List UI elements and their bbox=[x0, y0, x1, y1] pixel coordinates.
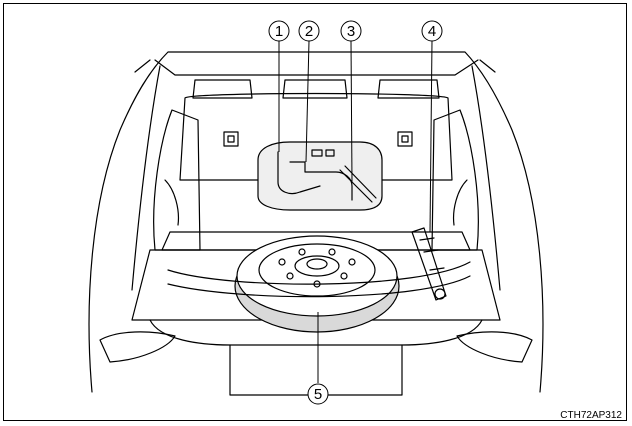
jack-handle bbox=[277, 151, 321, 195]
callout-5: 5 bbox=[307, 383, 329, 405]
callout-2-label: 2 bbox=[305, 23, 313, 40]
spare-tire-rim bbox=[258, 243, 376, 297]
figure-code: CTH72AP312 bbox=[560, 410, 622, 421]
callout-5-label: 5 bbox=[314, 386, 322, 403]
callout-3-label: 3 bbox=[347, 23, 355, 40]
right-tail-light bbox=[456, 331, 533, 363]
rear-seat-back bbox=[179, 92, 453, 181]
callout-4-label: 4 bbox=[428, 23, 436, 40]
hatch-opening bbox=[154, 59, 479, 76]
callout-1: 1 bbox=[268, 20, 290, 42]
tool-tray bbox=[257, 141, 383, 211]
left-tail-light bbox=[99, 331, 176, 363]
towing-eyelet bbox=[339, 165, 377, 203]
jack bbox=[411, 227, 447, 301]
car-body-outline bbox=[88, 51, 544, 393]
figure-frame bbox=[3, 3, 627, 421]
callout-2: 2 bbox=[298, 20, 320, 42]
callout-3: 3 bbox=[340, 20, 362, 42]
callout-4: 4 bbox=[421, 20, 443, 42]
callout-1-label: 1 bbox=[275, 23, 283, 40]
